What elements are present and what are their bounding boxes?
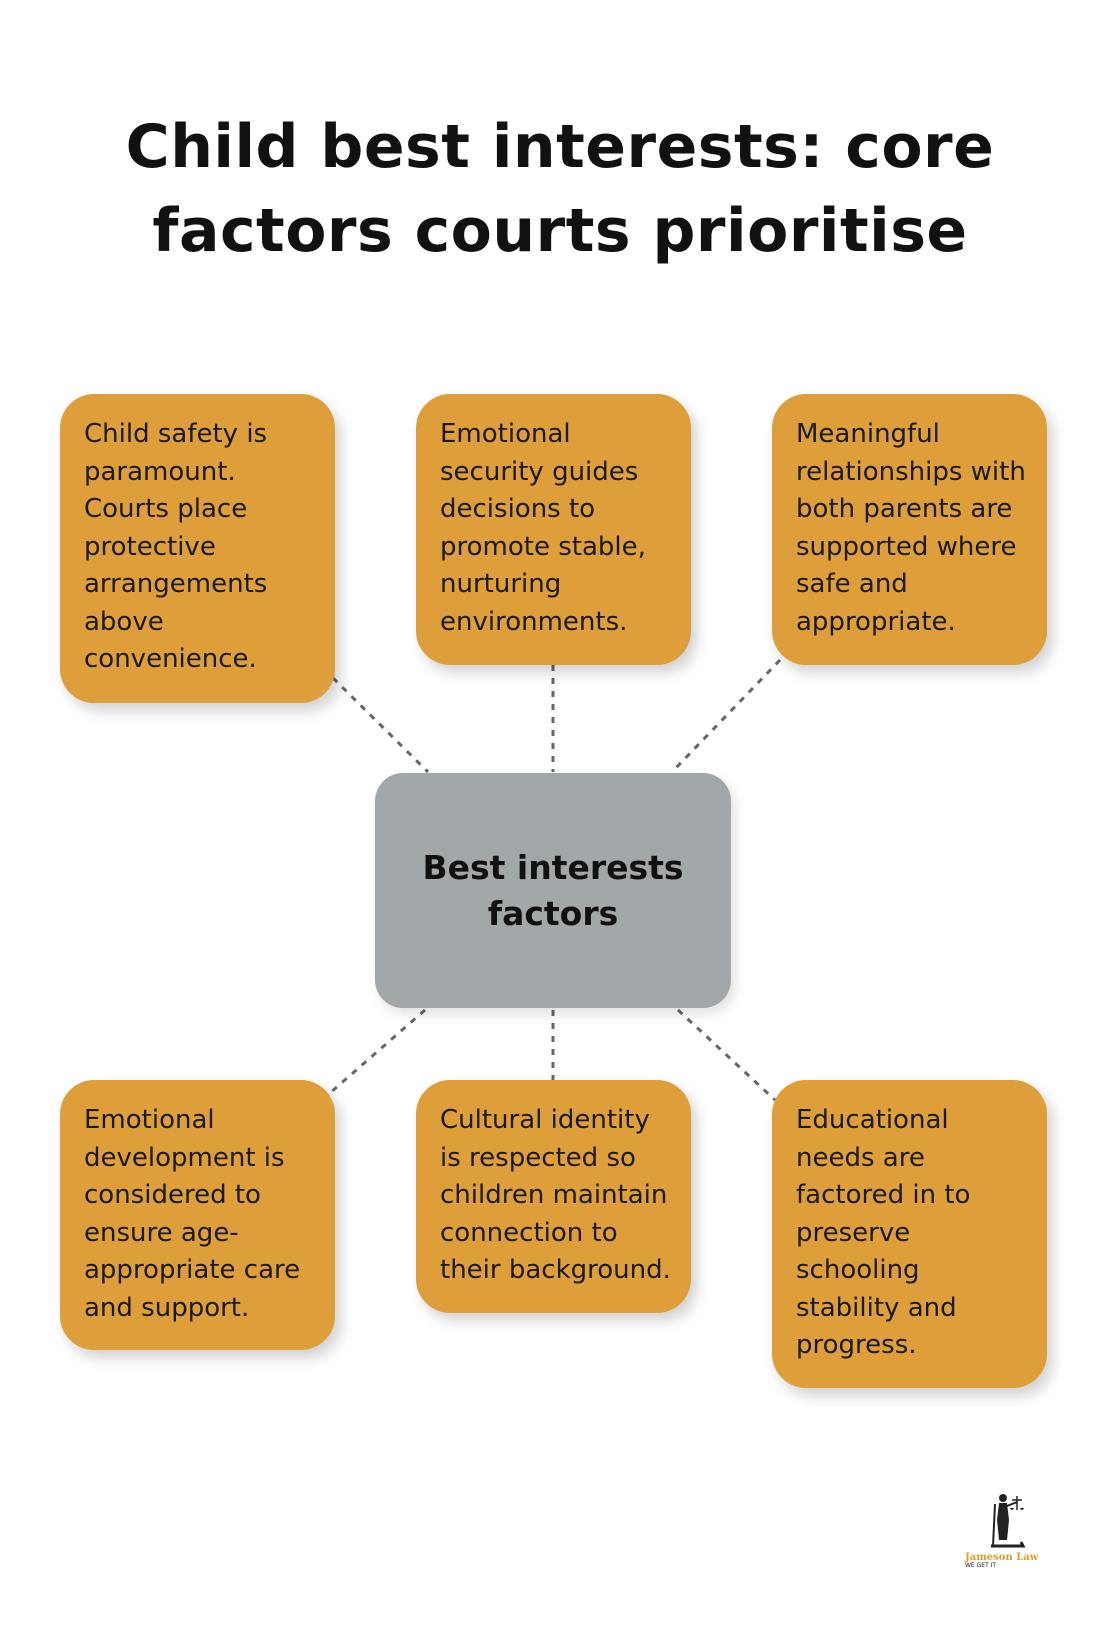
lady-justice-icon	[991, 1494, 1026, 1548]
connector-line	[331, 676, 430, 774]
factor-card-emotional-security: Emotional security guides decisions to p…	[416, 394, 691, 665]
factor-text: Educational needs are factored in to pre…	[796, 1105, 971, 1360]
logo-name: Jameson Law	[965, 1552, 1039, 1563]
factor-text: Emotional security guides decisions to p…	[440, 419, 646, 637]
factor-card-education: Educational needs are factored in to pre…	[772, 1080, 1047, 1388]
factor-text: Cultural identity is respected so childr…	[440, 1105, 671, 1285]
page-title: Child best interests: core factors court…	[125, 112, 995, 266]
logo-tagline: WE GET IT	[965, 1562, 997, 1569]
factor-text: Emotional development is considered to e…	[84, 1105, 301, 1323]
factor-card-relationships: Meaningful relationships with both paren…	[772, 394, 1047, 665]
factor-text: Meaningful relationships with both paren…	[796, 419, 1026, 637]
factor-card-cultural-identity: Cultural identity is respected so childr…	[416, 1080, 691, 1313]
logo: Jameson Law WE GET IT	[965, 1490, 1045, 1569]
center-node: Best interests factors	[375, 773, 731, 1008]
factor-card-safety: Child safety is paramount. Courts place …	[60, 394, 335, 703]
center-label: Best interests factors	[422, 847, 684, 933]
factor-text: Child safety is paramount. Courts place …	[84, 419, 268, 674]
connector-line	[329, 1008, 426, 1095]
factor-card-emotional-development: Emotional development is considered to e…	[60, 1080, 335, 1350]
connector-line	[670, 658, 782, 774]
connector-line	[676, 1008, 777, 1102]
